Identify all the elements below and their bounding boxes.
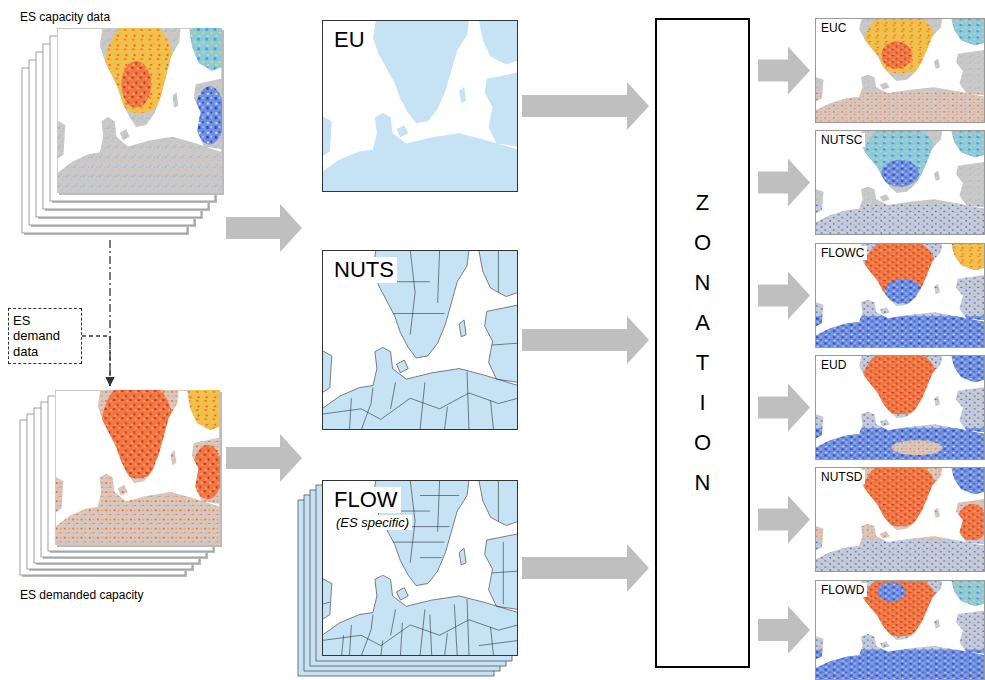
block-arrow bbox=[522, 316, 649, 364]
result-map: EUC bbox=[815, 18, 985, 123]
result-map: NUTSD bbox=[815, 467, 985, 572]
map-label: NUTS bbox=[331, 257, 397, 283]
block-arrow bbox=[522, 82, 649, 130]
block-arrow bbox=[758, 606, 810, 654]
map-box: NUTS bbox=[322, 250, 518, 430]
map-box: EU bbox=[322, 20, 518, 192]
process-box: ZONATION bbox=[655, 18, 750, 668]
map-box: FLOW (ES specific) bbox=[322, 480, 518, 656]
map-label: NUTSC bbox=[818, 133, 865, 147]
block-arrow bbox=[758, 47, 810, 95]
map-label: FLOWC bbox=[818, 246, 867, 260]
map-sublabel: (ES specific) bbox=[333, 515, 412, 530]
block-arrow bbox=[226, 434, 302, 482]
block-arrow bbox=[522, 544, 649, 592]
block-arrow bbox=[758, 272, 810, 320]
block-arrow bbox=[758, 384, 810, 432]
block-arrow bbox=[226, 204, 302, 252]
map-label: EUC bbox=[818, 21, 849, 35]
result-map: EUD bbox=[815, 355, 985, 460]
block-arrow bbox=[758, 496, 810, 544]
map-label: NUTSD bbox=[818, 470, 865, 484]
stack-label: ES capacity data bbox=[18, 10, 222, 24]
stack-label: ES demanded capacity bbox=[18, 588, 222, 602]
map-label: EUD bbox=[818, 358, 849, 372]
result-map: FLOWD bbox=[815, 580, 985, 680]
data-box: ES demand data bbox=[8, 308, 82, 365]
box-label: ES demand data bbox=[13, 313, 77, 360]
map-label: EU bbox=[331, 27, 368, 53]
result-map: FLOWC bbox=[815, 243, 985, 348]
data-stack: ES demanded capacity bbox=[18, 388, 222, 602]
result-map: NUTSC bbox=[815, 130, 985, 235]
map-label: FLOW bbox=[331, 487, 401, 513]
map-label: FLOWD bbox=[818, 583, 867, 597]
block-arrow bbox=[758, 159, 810, 207]
dashed-connector bbox=[82, 336, 115, 386]
process-label: ZONATION bbox=[693, 183, 711, 503]
data-stack: ES capacity data bbox=[18, 10, 222, 238]
